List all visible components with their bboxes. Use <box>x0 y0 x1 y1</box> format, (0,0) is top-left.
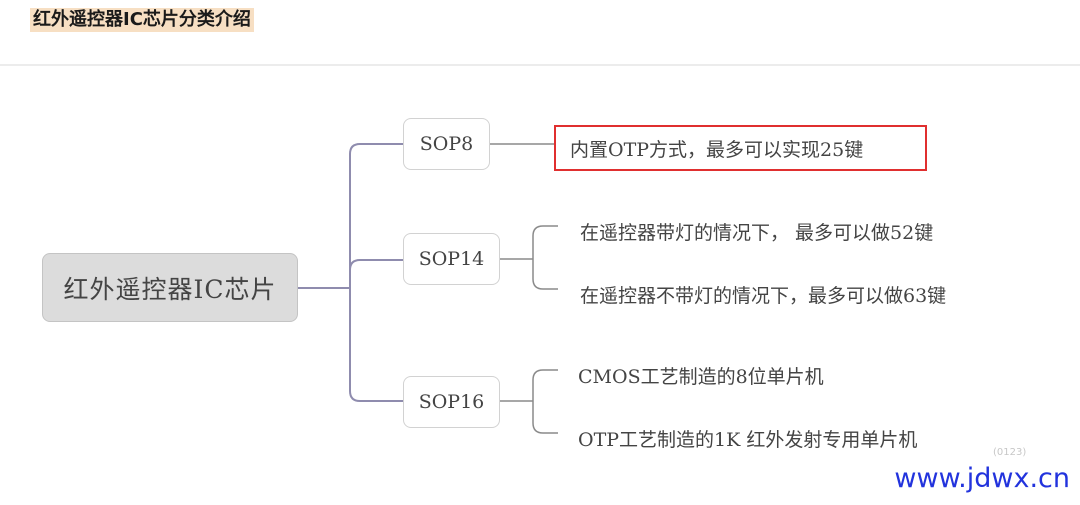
leaf-sop8-1: 内置OTP方式，最多可以实现25键 <box>570 139 864 161</box>
branch-sop14: SOP14 <box>403 233 500 285</box>
connector-sop16-leaves <box>500 369 558 434</box>
leaf-sop16-1: CMOS工艺制造的8位单片机 <box>578 366 824 388</box>
leaf-sop16-2: OTP工艺制造的1K 红外发射专用单片机 <box>578 429 918 451</box>
branch-sop16: SOP16 <box>403 376 500 428</box>
leaf-sop14-1: 在遥控器带灯的情况下， 最多可以做52键 <box>580 222 934 244</box>
connector-sop14-leaves <box>500 225 558 290</box>
header-divider <box>0 64 1080 66</box>
leaf-sop14-2: 在遥控器不带灯的情况下，最多可以做63键 <box>580 285 947 307</box>
connector-spine <box>349 143 361 402</box>
watermark-stamp: (0123) <box>993 447 1027 458</box>
highlight-box <box>554 125 927 171</box>
site-url: www.jdwx.cn <box>894 463 1070 494</box>
root-node: 红外遥控器IC芯片 <box>42 253 298 322</box>
connector-sop14 <box>349 259 403 271</box>
branch-sop8: SOP8 <box>403 118 490 170</box>
page-title: 红外遥控器IC芯片分类介绍 <box>30 8 254 32</box>
